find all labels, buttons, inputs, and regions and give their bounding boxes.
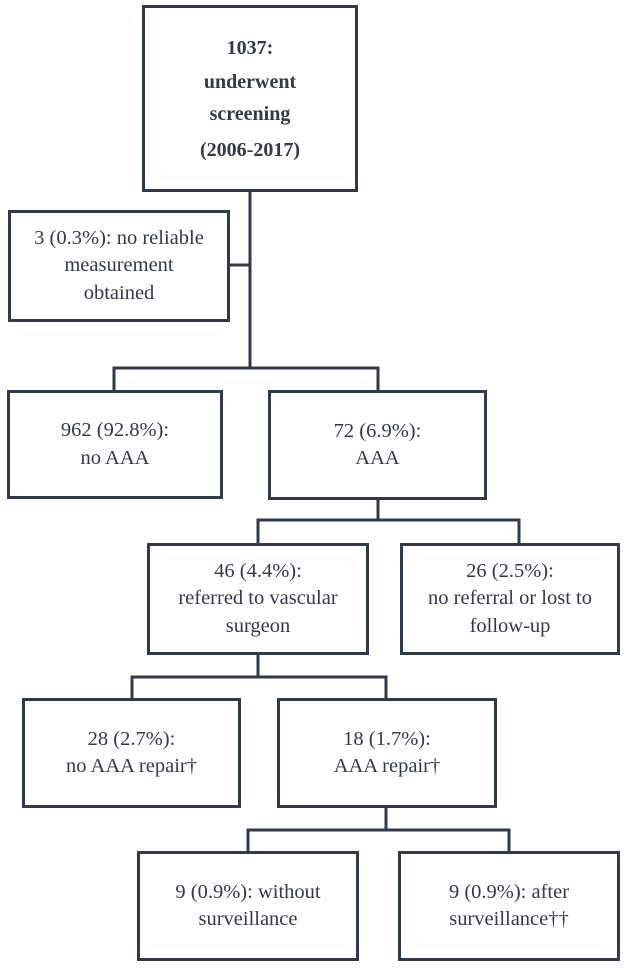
referred-line-3: surgeon <box>225 614 291 637</box>
repair-label: AAA repair† <box>333 755 441 777</box>
screening-box: 1037: underwent screening (2006-2017) <box>142 5 358 192</box>
referred-line-2: referred to vascular <box>178 587 338 610</box>
referred-box: 46 (4.4%): referred to vascular surgeon <box>147 543 369 655</box>
no-referral-line-3: follow-up <box>469 614 551 637</box>
no-referral-count: 26 (2.5%): <box>466 560 554 583</box>
without-surveillance-count: 9 (0.9%): without <box>175 880 321 903</box>
no-referral-line-2: no referral or lost to <box>428 587 592 610</box>
no-repair-label: no AAA repair† <box>66 755 197 777</box>
aaa-label: AAA <box>355 447 400 469</box>
after-surveillance-label: surveillance†† <box>449 908 569 930</box>
no-repair-box: 28 (2.7%): no AAA repair† <box>22 698 241 808</box>
no-aaa-label: no AAA <box>80 446 150 469</box>
repair-box: 18 (1.7%): AAA repair† <box>277 698 497 808</box>
after-surveillance-count: 9 (0.9%): after <box>448 880 570 903</box>
referred-count: 46 (4.4%): <box>214 560 302 583</box>
no-aaa-box: 962 (92.8%): no AAA <box>7 390 223 499</box>
repair-count: 18 (1.7%): <box>343 727 431 750</box>
no-referral-box: 26 (2.5%): no referral or lost to follow… <box>400 543 620 655</box>
excluded-line-1: 3 (0.3%): no reliable <box>34 227 204 250</box>
no-repair-count: 28 (2.7%): <box>87 727 176 750</box>
excluded-line-2: measurement <box>64 254 174 277</box>
excluded-box: 3 (0.3%): no reliable measurement obtain… <box>8 210 230 322</box>
excluded-line-3: obtained <box>83 281 155 304</box>
screening-count: 1037: <box>226 36 274 59</box>
screening-label-2: screening <box>209 102 291 125</box>
screening-period: (2006-2017) <box>200 138 300 161</box>
no-aaa-count: 962 (92.8%): <box>60 419 170 442</box>
without-surveillance-box: 9 (0.9%): without surveillance <box>137 851 359 961</box>
aaa-box: 72 (6.9%): AAA <box>268 390 487 500</box>
aaa-count: 72 (6.9%): <box>333 419 422 442</box>
after-surveillance-box: 9 (0.9%): after surveillance†† <box>398 851 620 961</box>
screening-label-1: underwent <box>203 70 297 93</box>
without-surveillance-label: surveillance <box>198 908 298 930</box>
